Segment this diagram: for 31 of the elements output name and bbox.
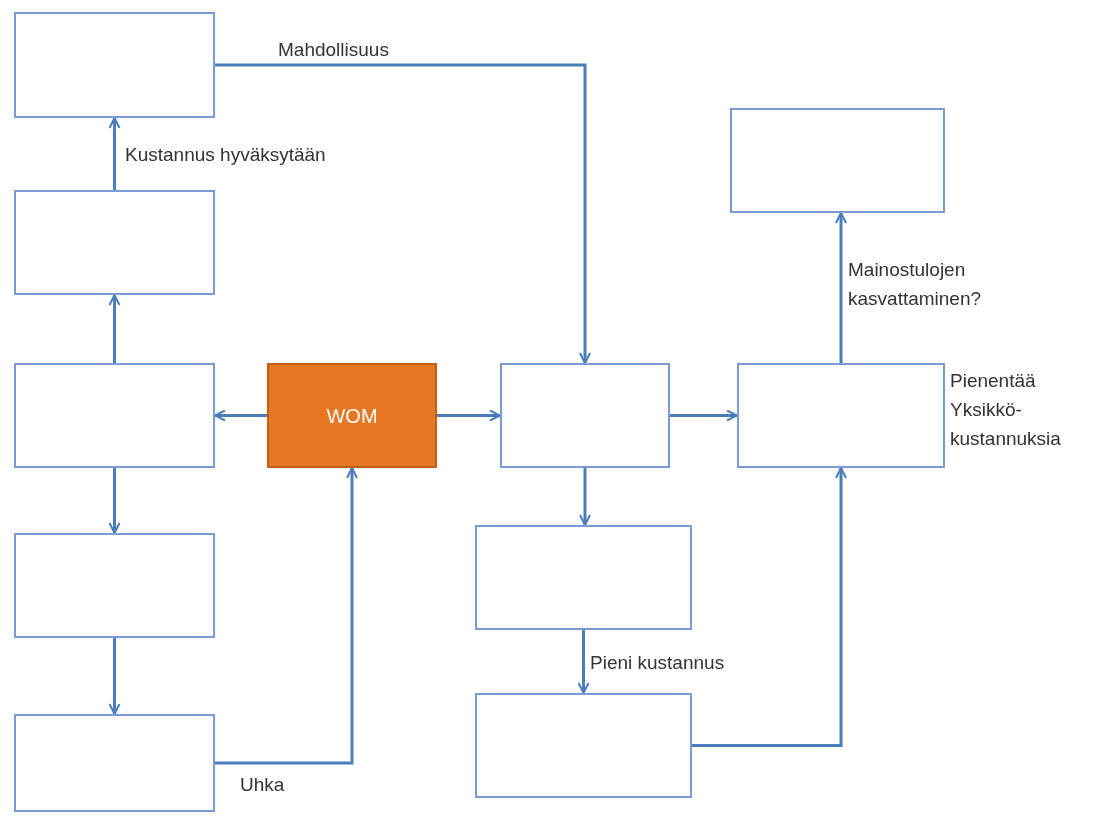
empty-box [737,363,945,468]
arrow [215,63,591,364]
empty-box [14,363,215,468]
arrow [670,409,738,422]
empty-box [500,363,670,468]
arrow [215,467,358,765]
empty-box [475,693,692,798]
arrow [577,630,590,694]
edge-label: Uhka [240,773,286,797]
empty-box [14,533,215,638]
edge-label: Pieni kustannus [590,651,726,675]
arrow [108,638,121,715]
process-box [267,363,437,468]
empty-box [14,12,215,118]
box-caption: Pienentää Yksikkö- kustannuksia [950,369,1062,451]
arrow [437,409,501,422]
edge-label: Mainostulojen kasvattaminen? [848,258,983,311]
empty-box [475,525,692,630]
arrow [108,117,121,190]
arrow [108,294,121,363]
edge-label: Mahdollisuus [278,38,390,62]
arrow [579,468,591,526]
arrow [692,467,847,747]
box-label: WOM [326,403,378,429]
arrow [214,409,267,422]
arrow [108,468,121,534]
arrow [835,212,847,363]
empty-box [14,190,215,295]
empty-box [730,108,945,213]
edge-label: Kustannus hyväksytään [125,143,327,167]
empty-box [14,714,215,812]
